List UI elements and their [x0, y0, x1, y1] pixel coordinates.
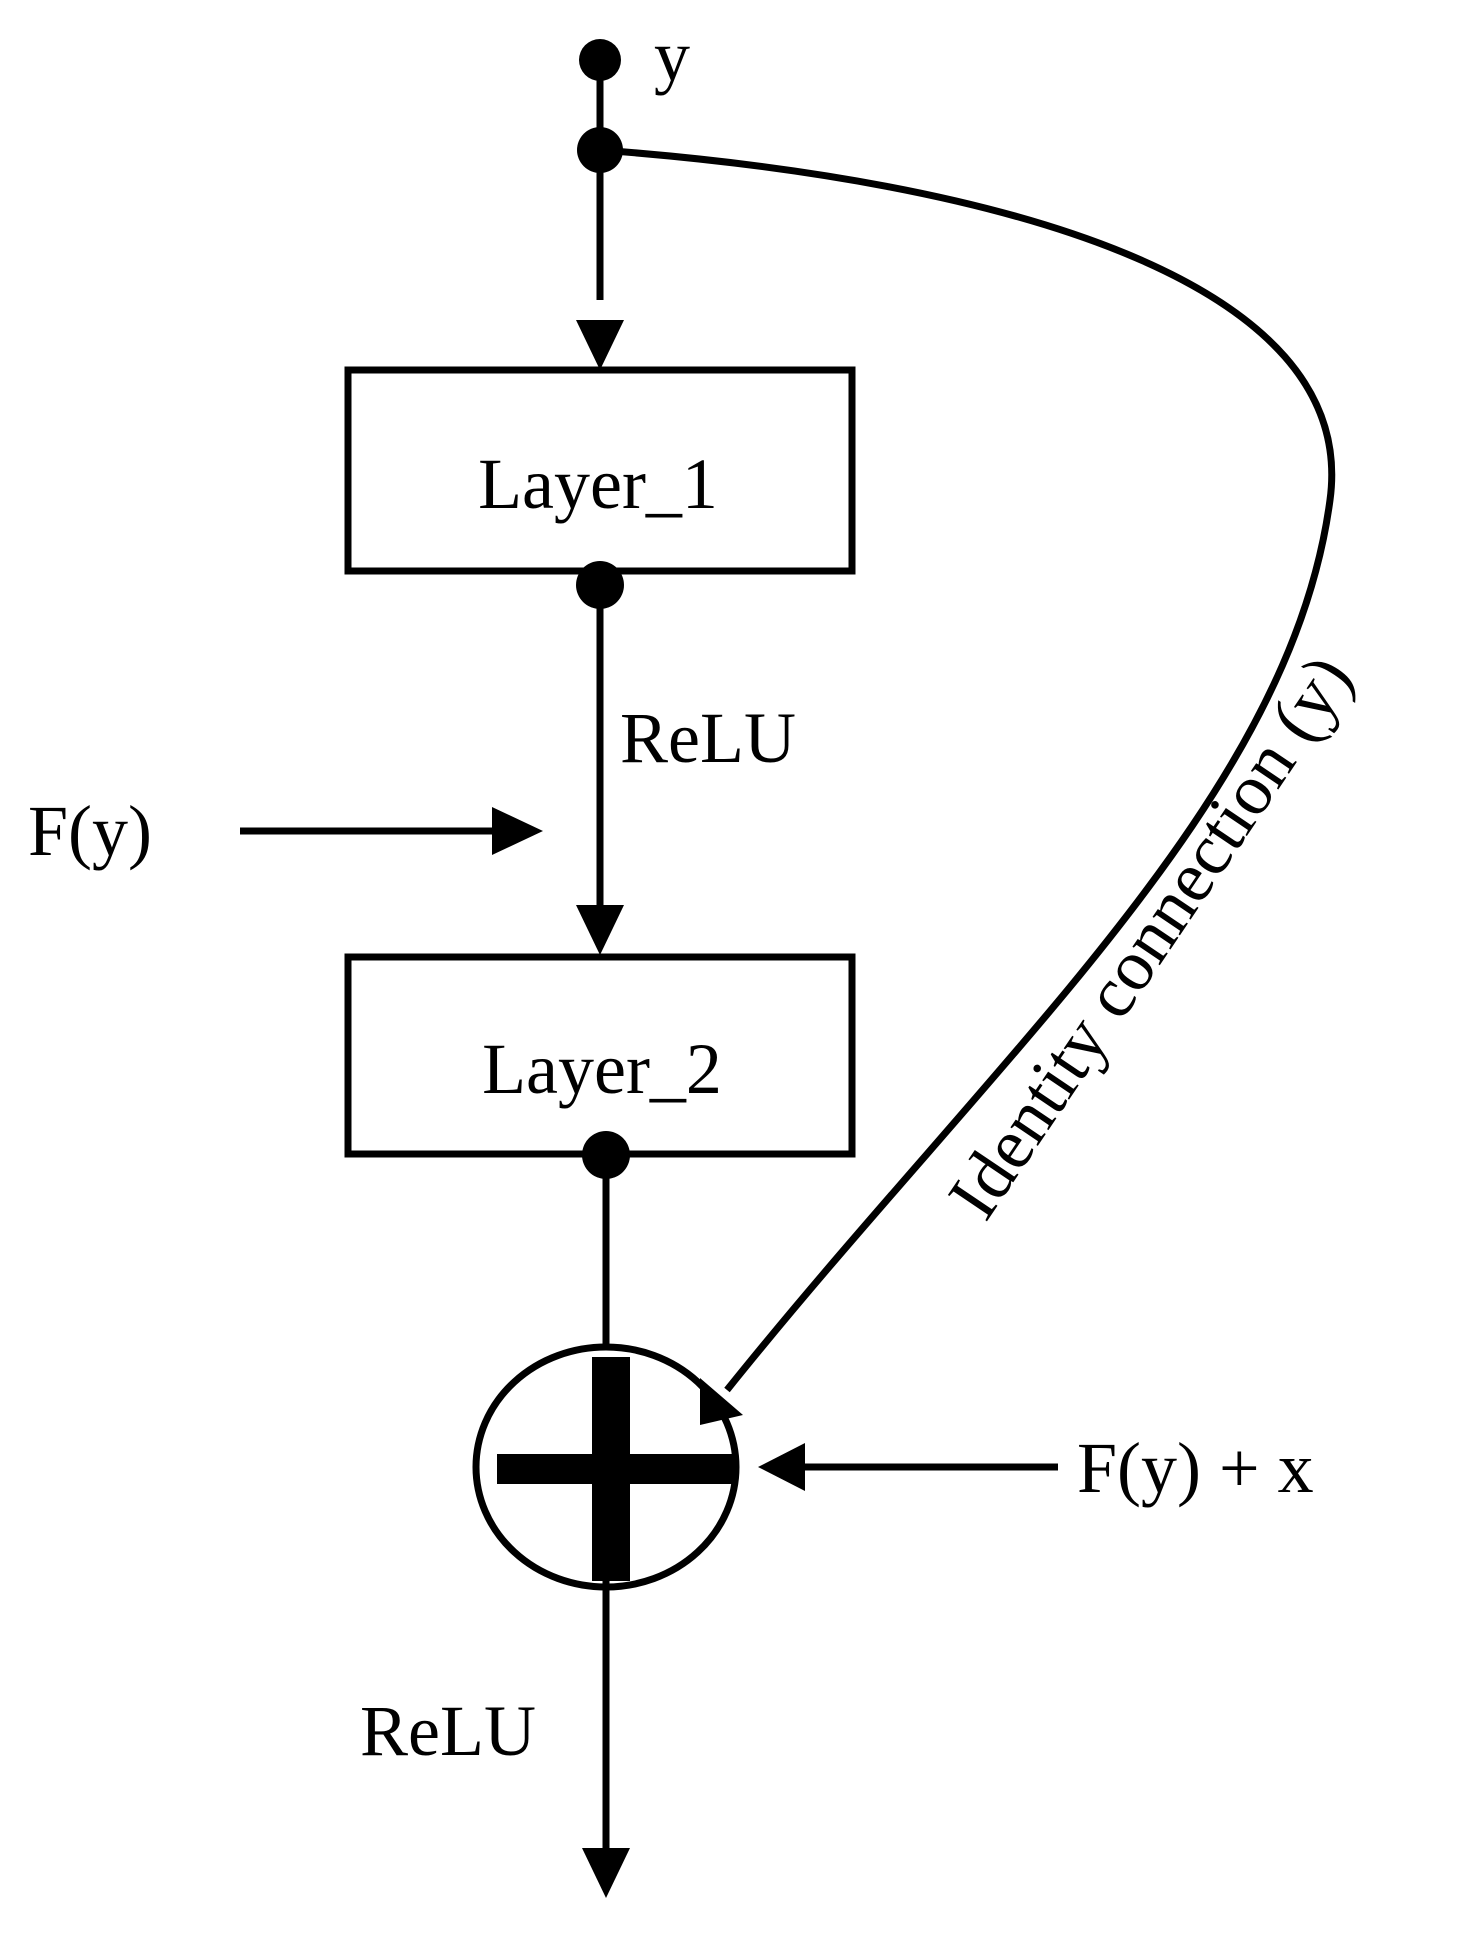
- sum-pointer-head: [758, 1443, 805, 1491]
- activation-out-label: ReLU: [360, 1691, 536, 1771]
- sum-label: F(y) + x: [1077, 1428, 1314, 1508]
- identity-label: Identity connection (y): [932, 641, 1367, 1233]
- layer1-label: Layer_1: [478, 444, 718, 524]
- arrowhead-layer2: [576, 905, 624, 955]
- output-arrowhead: [582, 1848, 630, 1898]
- identity-arrowhead: [700, 1378, 743, 1425]
- residual-label: F(y): [28, 791, 152, 871]
- layer1-box: [344, 366, 856, 575]
- activation-mid-label: ReLU: [620, 698, 796, 778]
- layer2-label: Layer_2: [482, 1029, 722, 1109]
- arrowhead-layer1: [576, 320, 624, 370]
- input-label: y: [654, 16, 690, 96]
- residual-pointer-head: [492, 807, 543, 855]
- identity-connection-path: [599, 146, 1336, 1393]
- plus-horizontal-bar: [497, 1454, 734, 1484]
